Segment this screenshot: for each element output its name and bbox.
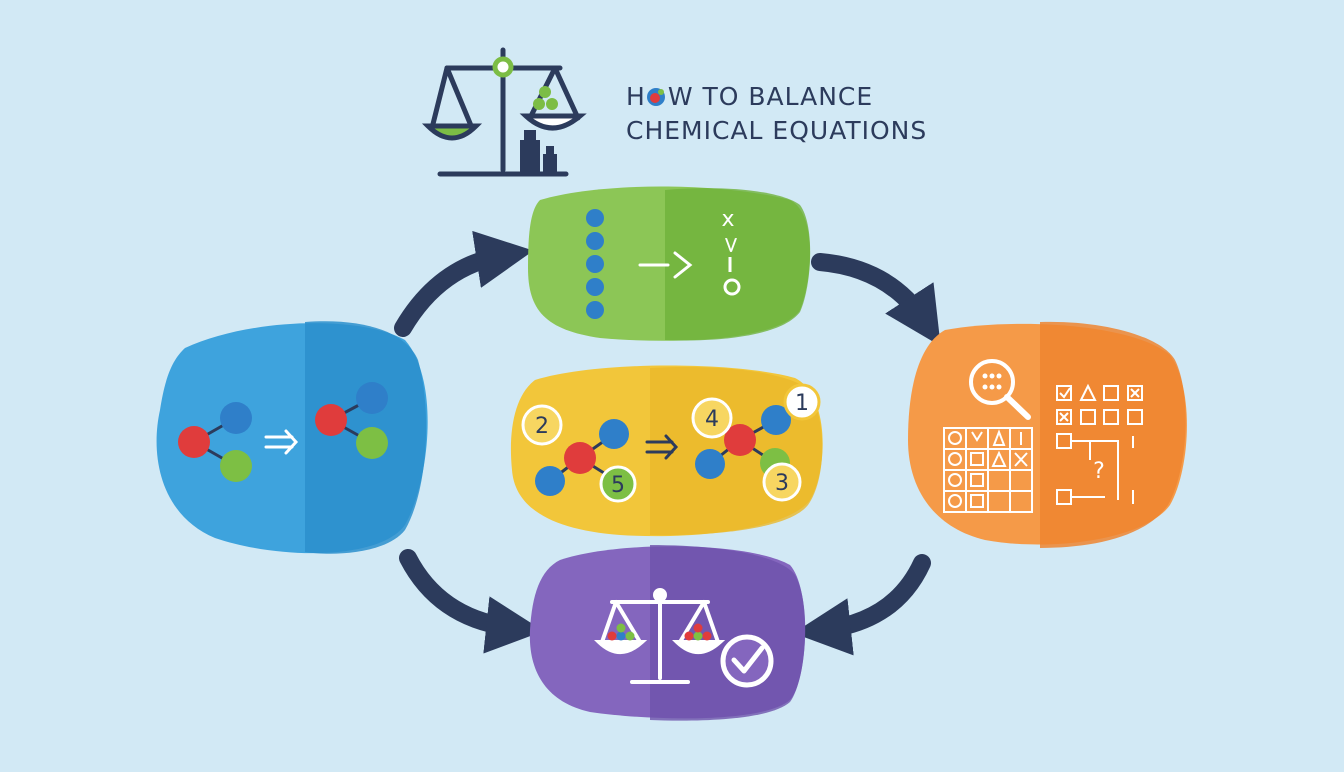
title-line-1-rest: W TO BALANCE (667, 82, 874, 111)
step-molecules (156, 321, 428, 554)
page-title: H W TO BALANCE CHEMICAL EQUATIONS (626, 80, 927, 148)
scale-atoms (607, 623, 712, 641)
coefficient-badge: 5 (599, 465, 637, 503)
step-identify: x > (528, 186, 811, 341)
svg-text:2: 2 (535, 414, 549, 439)
arrow-icon (399, 549, 544, 654)
svg-text:5: 5 (611, 473, 625, 498)
coefficient-badge: 2 (521, 404, 563, 446)
question-mark: ? (1093, 459, 1105, 484)
checkmark-icon (720, 634, 774, 688)
identify-letter-x: x (721, 207, 734, 232)
magnifier-icon (969, 359, 1031, 420)
svg-text:4: 4 (705, 407, 719, 432)
flow-arrows (394, 230, 941, 656)
identify-circle (723, 278, 741, 296)
solution-grid (1056, 383, 1143, 505)
identify-letter-v: > (718, 236, 743, 254)
balance-scale-icon (421, 47, 587, 177)
arrow-icon (394, 230, 534, 337)
double-arrow-icon (264, 429, 299, 455)
svg-text:1: 1 (795, 391, 809, 416)
title-line-2: CHEMICAL EQUATIONS (626, 116, 928, 145)
title-line-1: H W TO BALANCE (626, 80, 927, 114)
coefficient-badge: 3 (762, 462, 802, 502)
title-scale-atoms (533, 86, 558, 110)
svg-text:3: 3 (775, 471, 789, 496)
trial-grid (943, 427, 1033, 513)
title-letter-h: H (626, 82, 646, 111)
step-solve: ? (908, 321, 1187, 548)
arrow-icon (811, 253, 941, 347)
double-arrow-icon (645, 434, 679, 460)
step-count: 2 5 4 1 3 (510, 365, 823, 537)
step-balanced (529, 545, 806, 721)
coefficient-badge: 4 (691, 397, 733, 439)
coefficient-badge: 1 (783, 383, 821, 421)
atom-o-icon (646, 82, 666, 106)
arrow-icon (638, 251, 693, 279)
arrow-icon (793, 554, 931, 656)
balance-scale-icon (593, 588, 726, 684)
